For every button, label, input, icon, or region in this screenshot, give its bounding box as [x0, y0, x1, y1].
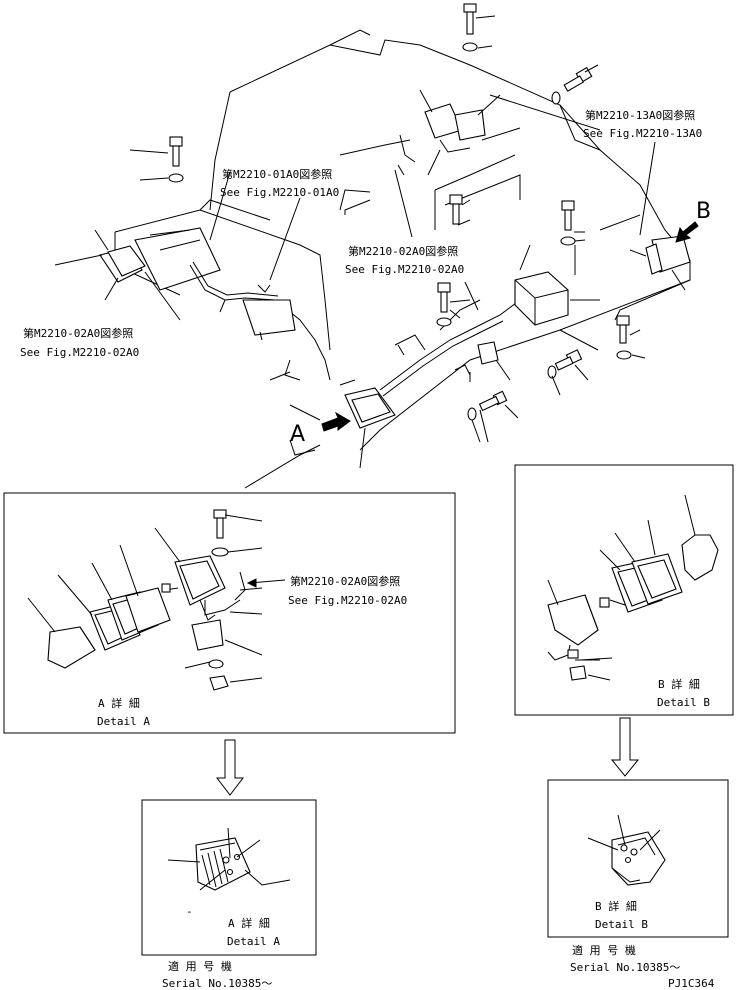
- detail-b-drawing: [547, 494, 719, 681]
- svg-text:A 詳 細: A 詳 細: [228, 916, 270, 930]
- ref-top-right: 第M2210-13A0図参照 See Fig.M2210-13A0: [583, 108, 702, 140]
- serial-a: 適 用 号 機 Serial No.10385～: [162, 959, 272, 990]
- detail-b-frame: [514, 464, 734, 716]
- svg-text:A 詳 細: A 詳 細: [98, 696, 140, 710]
- serial-b: 適 用 号 機 Serial No.10385～: [570, 943, 680, 974]
- detail-a-frame: [3, 492, 456, 734]
- bolt-center: [449, 194, 463, 225]
- svg-text:B 詳 細: B 詳 細: [595, 899, 637, 913]
- svg-text:See Fig.M2210-13A0: See Fig.M2210-13A0: [583, 127, 702, 140]
- svg-text:Serial No.10385～: Serial No.10385～: [162, 977, 272, 990]
- callout-b: B: [696, 199, 711, 224]
- bolt-top: [462, 3, 478, 52]
- svg-text:適 用 号 機: 適 用 号 機: [572, 943, 636, 957]
- relay-box: [514, 271, 569, 326]
- svg-text:Detail B: Detail B: [657, 696, 710, 709]
- ref-upper-left: 第M2210-01A0図参照 See Fig.M2210-01A0: [220, 167, 339, 199]
- svg-text:適 用 号 機: 適 用 号 機: [168, 959, 232, 973]
- callout-a: A: [290, 422, 305, 447]
- bolt-bottom: [467, 390, 508, 421]
- down-arrow-a-icon: [215, 739, 245, 796]
- mount-bracket: [242, 299, 296, 336]
- svg-text:B 詳 細: B 詳 細: [658, 677, 700, 691]
- detail-a-new-drawing: [167, 827, 291, 891]
- svg-text:第M2210-02A0図参照: 第M2210-02A0図参照: [290, 574, 400, 588]
- top-work-lamp: [424, 103, 486, 153]
- detail-b-new-frame: [547, 779, 729, 938]
- ref-center: 第M2210-02A0図参照 See Fig.M2210-02A0: [345, 244, 464, 276]
- svg-text:-: -: [186, 905, 193, 918]
- svg-text:第M2210-02A0図参照: 第M2210-02A0図参照: [23, 326, 133, 340]
- svg-text:See Fig.M2210-01A0: See Fig.M2210-01A0: [220, 186, 339, 199]
- svg-text:第M2210-02A0図参照: 第M2210-02A0図参照: [348, 244, 458, 258]
- bolt-relay: [560, 200, 576, 246]
- drawing-code: PJ1C364: [668, 977, 715, 990]
- detail-a-new-frame: [141, 799, 317, 956]
- ref-left: 第M2210-02A0図参照 See Fig.M2210-02A0: [20, 326, 139, 359]
- svg-text:Detail B: Detail B: [595, 918, 648, 931]
- ref-detail-a: 第M2210-02A0図参照 See Fig.M2210-02A0: [288, 574, 407, 607]
- svg-text:Detail A: Detail A: [227, 935, 280, 948]
- connector: [477, 341, 499, 365]
- detail-a-new-label: - A 詳 細 Detail A: [186, 905, 280, 948]
- svg-text:See Fig.M2210-02A0: See Fig.M2210-02A0: [345, 263, 464, 276]
- detail-a-drawing: [27, 509, 286, 691]
- main-assembly: A B: [54, 3, 711, 489]
- bolt-right: [616, 315, 632, 360]
- bolt-lower: [547, 349, 583, 379]
- arrow-b-icon: [675, 221, 699, 243]
- detail-b-label: B 詳 細 Detail B: [657, 677, 710, 709]
- lamp-a: [339, 379, 396, 429]
- detail-b-new-drawing: [587, 814, 666, 886]
- svg-text:See Fig.M2210-02A0: See Fig.M2210-02A0: [20, 346, 139, 359]
- svg-text:第M2210-13A0図参照: 第M2210-13A0図参照: [585, 108, 695, 122]
- detail-a-label: A 詳 細 Detail A: [97, 696, 150, 728]
- svg-text:第M2210-01A0図参照: 第M2210-01A0図参照: [222, 167, 332, 181]
- arrow-a-icon: [321, 411, 351, 432]
- cab-outline: [229, 39, 691, 451]
- down-arrow-b-icon: [610, 717, 640, 777]
- lamp-b: [629, 235, 691, 275]
- svg-text:Detail A: Detail A: [97, 715, 150, 728]
- bolt-top-right: [551, 66, 593, 105]
- bolt-left: [168, 136, 184, 183]
- bolt-mid: [436, 282, 452, 327]
- detail-b-new-label: B 詳 細 Detail B: [595, 899, 648, 931]
- svg-text:See Fig.M2210-02A0: See Fig.M2210-02A0: [288, 594, 407, 607]
- left-work-lamp: [99, 227, 221, 291]
- svg-text:Serial No.10385～: Serial No.10385～: [570, 961, 680, 974]
